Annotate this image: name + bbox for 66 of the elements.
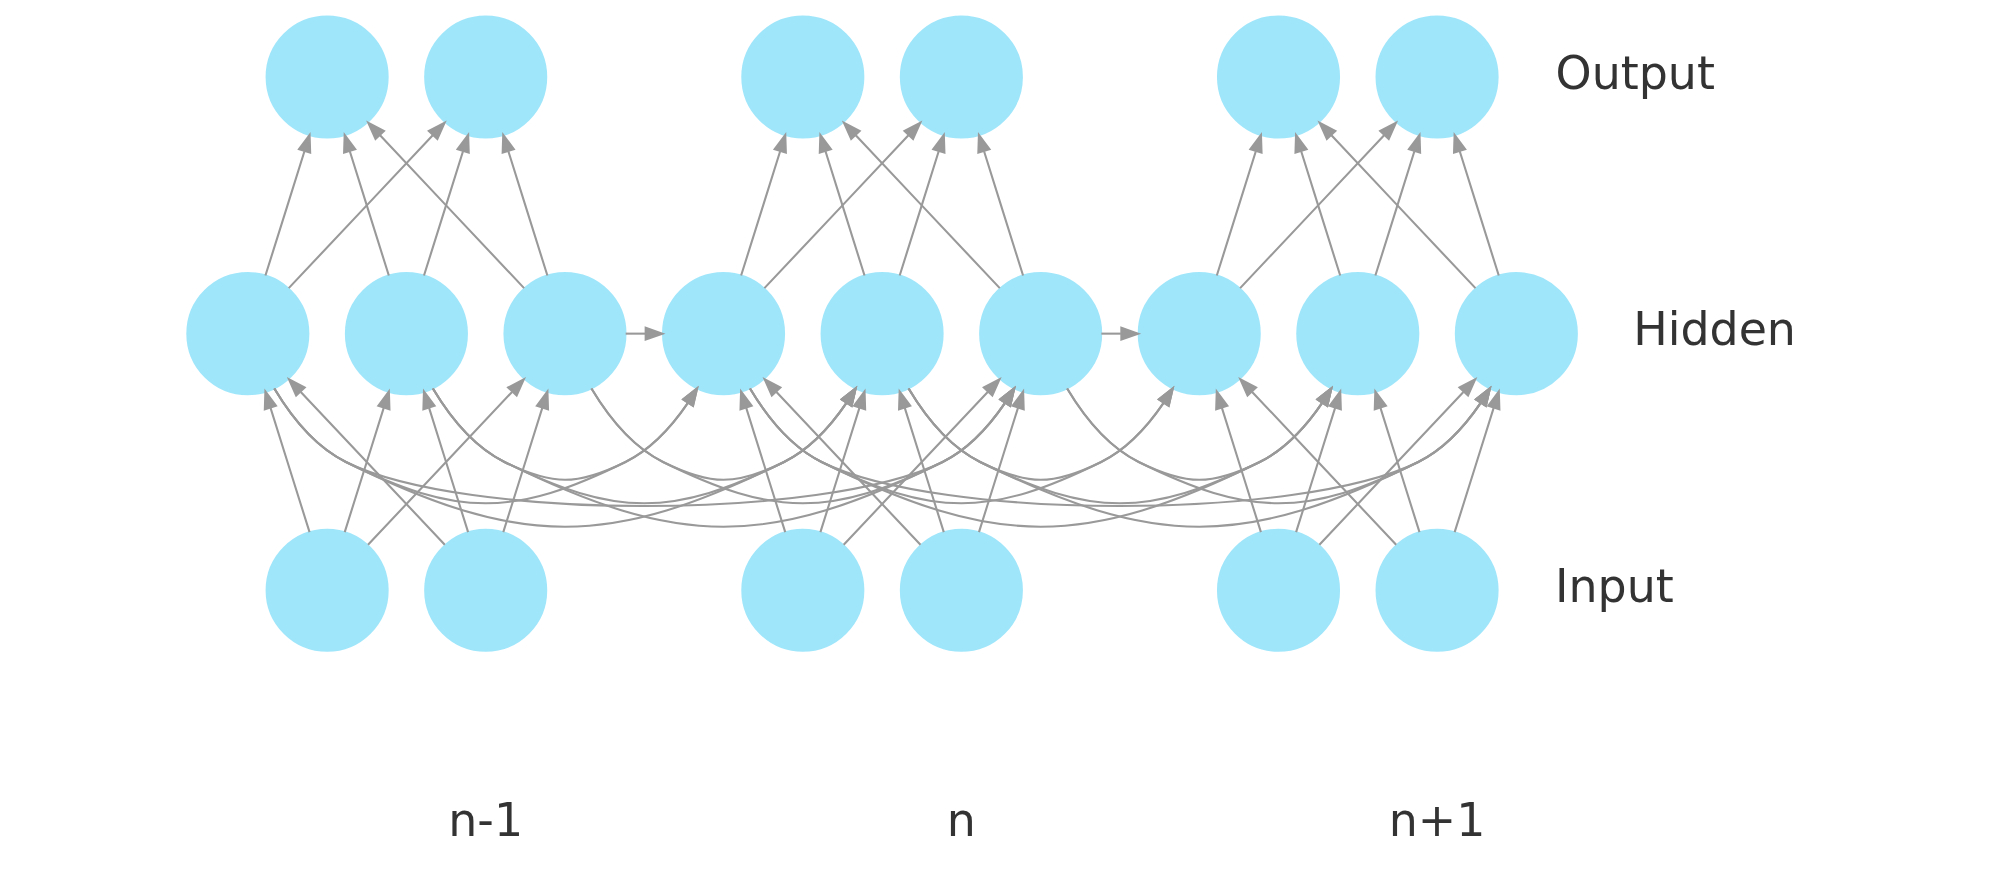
arrow: [263, 388, 311, 533]
arrow: [365, 120, 525, 289]
node-circle: [423, 528, 547, 652]
arrow: [1237, 377, 1397, 546]
arrow: [272, 385, 857, 528]
arrow: [625, 326, 666, 341]
arrow: [1238, 120, 1398, 289]
label: Input: [1554, 558, 1674, 613]
arrow: [1318, 377, 1477, 546]
arrow: [818, 131, 865, 276]
arrow: [841, 120, 1001, 289]
arrow: [976, 131, 1024, 276]
label: Output: [1555, 45, 1715, 100]
arrow: [501, 131, 548, 276]
arrow: [1316, 120, 1476, 289]
arrow: [898, 131, 945, 276]
arrow: [1065, 385, 1492, 505]
node-circle: [1216, 528, 1340, 652]
node-circle: [265, 528, 389, 652]
arrow: [421, 388, 469, 533]
arrow: [739, 131, 787, 276]
label: n-1: [447, 792, 523, 847]
arrow: [907, 385, 1492, 528]
arrow: [1293, 131, 1341, 276]
arrow: [286, 377, 446, 546]
node-circle: [1375, 528, 1499, 652]
arrow: [1373, 131, 1421, 276]
arrow: [431, 385, 857, 505]
arrow: [1215, 131, 1263, 276]
label: n: [946, 792, 976, 847]
node-circle: [740, 528, 864, 652]
arrow: [501, 388, 549, 533]
arrow: [1065, 385, 1333, 481]
node-circle: [899, 528, 1023, 652]
arrow: [272, 385, 1016, 507]
arrow: [748, 385, 1333, 528]
arrow: [1214, 388, 1262, 533]
arrow: [342, 131, 390, 276]
arrow: [738, 388, 786, 533]
arrow: [897, 388, 945, 533]
arrow: [842, 377, 1002, 546]
label: n+1: [1388, 792, 1485, 847]
arrow: [287, 120, 447, 289]
arrow: [422, 131, 470, 276]
arrow: [763, 120, 922, 289]
arrow: [977, 388, 1025, 533]
label: Hidden: [1632, 302, 1796, 357]
arrow: [590, 385, 1016, 505]
arrow: [1373, 388, 1420, 533]
arrow: [907, 385, 1333, 505]
arrow: [1452, 131, 1500, 276]
arrow: [1100, 326, 1141, 341]
arrow: [343, 388, 391, 533]
arrow: [818, 388, 866, 533]
arrow: [590, 385, 857, 481]
arrow: [762, 377, 921, 546]
node-circle: [820, 272, 944, 396]
arrow: [431, 385, 1016, 528]
node-circle: [1295, 272, 1419, 396]
arrow: [431, 385, 699, 481]
node-circle: [344, 272, 468, 396]
arrow: [1453, 388, 1500, 533]
arrow: [1294, 388, 1342, 533]
arrow: [272, 385, 699, 505]
arrow: [263, 131, 311, 276]
arrow: [366, 377, 526, 546]
